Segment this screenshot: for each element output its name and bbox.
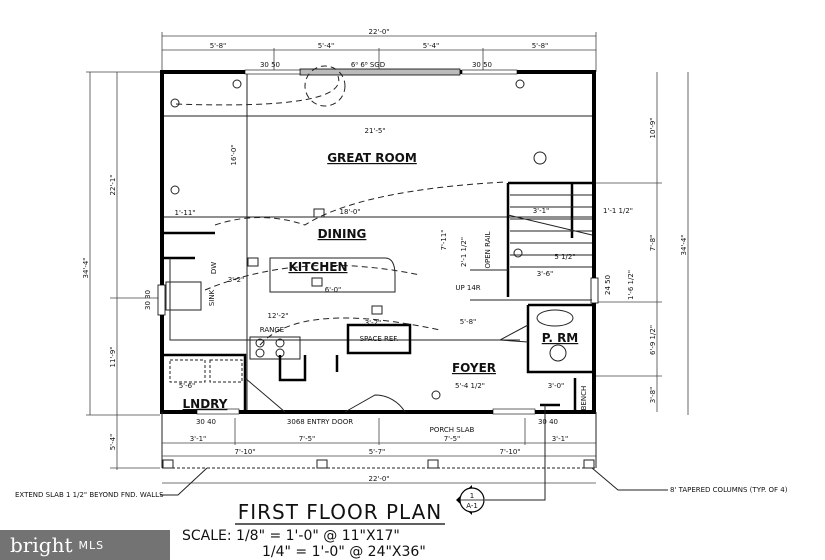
note-1-1-1-2: 1'-1 1/2": [603, 207, 633, 215]
watermark-brand: bright: [10, 533, 73, 557]
porch-overall-dim: 22'-0": [368, 475, 389, 483]
dim-right-2: 7'-8": [649, 235, 657, 252]
note-3-2b: 3'-2": [365, 319, 382, 327]
dim-left-overall: 34'-4": [82, 257, 90, 278]
room-foyer: FOYER: [452, 361, 496, 375]
window-label-right: 24 50: [604, 275, 612, 295]
bright-mls-watermark: bright MLS: [0, 530, 170, 560]
room-great-room: GREAT ROOM: [327, 151, 417, 165]
dim-left-porch: 5'-4": [109, 434, 117, 451]
porch-slab-label: PORCH SLAB: [430, 426, 475, 434]
dim-right-1: 10'-9": [649, 117, 657, 138]
note-space-ref: SPACE REF.: [360, 335, 399, 343]
entry-door-label: 3068 ENTRY DOOR: [287, 418, 353, 426]
note-16-0: 16'-0": [230, 144, 238, 165]
note-sink: SINK: [208, 289, 216, 306]
section-marker: 1 A-1: [456, 485, 485, 515]
note-5-1-2: 5 1/2": [554, 253, 575, 261]
window-right: [590, 277, 599, 304]
note-5-6: 5'-6": [179, 382, 196, 390]
note-bench: BENCH: [580, 386, 588, 411]
note-stair-up: UP 14R: [455, 284, 480, 292]
porch-col-dim-2: 5'-7": [369, 448, 386, 456]
sliding-glass-door: [299, 68, 461, 76]
note-1-11: 1'-11": [174, 209, 195, 217]
room-laundry: LNDRY: [183, 397, 228, 411]
room-powder: P. RM: [542, 331, 579, 345]
interior-notes: 21'-5" 1'-11" 18'-0" 16'-0" UP 14R 3'-1"…: [174, 127, 635, 410]
note-3-2a: 3'-2": [228, 276, 245, 284]
note-12-2: 12'-2": [267, 312, 288, 320]
note-3-6: 3'-6": [537, 270, 554, 278]
plan-title: FIRST FLOOR PLAN: [238, 500, 443, 524]
note-1-6-1-2: 1'-6 1/2": [627, 270, 635, 300]
section-number: 1: [470, 492, 474, 500]
section-sheet: A-1: [466, 502, 478, 510]
note-5-8: 5'-8": [460, 318, 477, 326]
column: [316, 459, 328, 469]
top-dimensions: 22'-0" 5'-8" 5'-4" 5'-4" 5'-8" 30 50 6⁰ …: [161, 28, 597, 72]
scale-line-1: SCALE: 1/8" = 1'-0" @ 11"X17": [182, 528, 400, 544]
window-top-right: [461, 69, 518, 75]
left-dimensions: 34'-4" 22'-1" 11'-9" 5'-4" 30 30: [82, 71, 160, 470]
column: [162, 459, 174, 469]
porch-dim-1: 3'-1": [190, 435, 207, 443]
note-18-0: 18'-0": [339, 208, 360, 216]
column: [427, 459, 439, 469]
note-range: RANGE: [260, 326, 284, 334]
note-3-1: 3'-1": [533, 207, 550, 215]
window-label-top-left: 30 50: [260, 61, 280, 69]
porch-col-dim-1: 7'-10": [234, 448, 255, 456]
window-left: [157, 284, 166, 316]
note-open-rail: OPEN RAIL: [484, 231, 492, 268]
dim-seg-2: 5'-4": [318, 42, 335, 50]
callouts: EXTEND SLAB 1 1/2" BEYOND FND. WALLS 8' …: [15, 405, 788, 515]
window-label-left: 30 30: [144, 290, 152, 310]
window-label-bottom-right: 30 40: [538, 418, 558, 426]
window-label-bottom-left: 30 40: [196, 418, 216, 426]
dim-seg-3: 5'-4": [423, 42, 440, 50]
dim-seg-1: 5'-8": [210, 42, 227, 50]
room-labels: GREAT ROOM DINING KITCHEN FOYER P. RM LN…: [183, 151, 579, 411]
dim-right-3: 6'-9 1/2": [649, 325, 657, 355]
dim-overall-width: 22'-0": [368, 28, 389, 36]
dim-left-upper: 22'-1": [109, 174, 117, 195]
stair-treads: [470, 194, 593, 301]
window-label-top-right: 30 50: [472, 61, 492, 69]
note-island: 6'-0": [325, 286, 342, 294]
light-fixtures: [170, 79, 547, 400]
note-5-4-1-2: 5'-4 1/2": [455, 382, 485, 390]
note-7-11: 7'-11": [440, 229, 448, 250]
dim-left-lower: 11'-9": [109, 346, 117, 367]
door-label-sgd: 6⁰ 6⁸ SGD: [351, 61, 385, 69]
room-dining: DINING: [318, 227, 367, 241]
note-dw: DW: [210, 262, 218, 274]
porch-dim-3: 7'-5": [444, 435, 461, 443]
window-top-left: [244, 69, 301, 75]
right-dimensions: 10'-9" 7'-8" 6'-9 1/2" 3'-8" 34'-4" 24 5…: [596, 72, 689, 415]
porch-col-dim-3: 7'-10": [499, 448, 520, 456]
scale-line-2: 1/4" = 1'-0" @ 24"X36": [262, 544, 426, 560]
window-bottom-left: [196, 408, 240, 415]
dim-seg-4: 5'-8": [532, 42, 549, 50]
column: [583, 459, 595, 469]
room-kitchen: KITCHEN: [288, 260, 347, 274]
interior-walls: [164, 74, 593, 410]
watermark-suffix: MLS: [78, 538, 105, 552]
note-3-0: 3'-0": [548, 382, 565, 390]
exterior-walls: [157, 68, 599, 415]
callout-extend-slab: EXTEND SLAB 1 1/2" BEYOND FND. WALLS: [15, 491, 164, 499]
porch-dim-2: 7'-5": [299, 435, 316, 443]
door-swings: [175, 65, 529, 413]
dim-right-4: 3'-8": [649, 387, 657, 404]
dim-right-overall: 34'-4": [680, 234, 688, 255]
dim-interior-width: 21'-5": [364, 127, 385, 135]
porch: 30 40 30 40 3068 ENTRY DOOR PORCH SLAB 3…: [161, 412, 597, 484]
porch-dim-4: 3'-1": [552, 435, 569, 443]
window-bottom-right: [492, 408, 536, 415]
callout-tapered-columns: 8' TAPERED COLUMNS (TYP. OF 4): [670, 486, 788, 494]
note-2-1-1-2: 2'-1 1/2": [460, 237, 468, 267]
